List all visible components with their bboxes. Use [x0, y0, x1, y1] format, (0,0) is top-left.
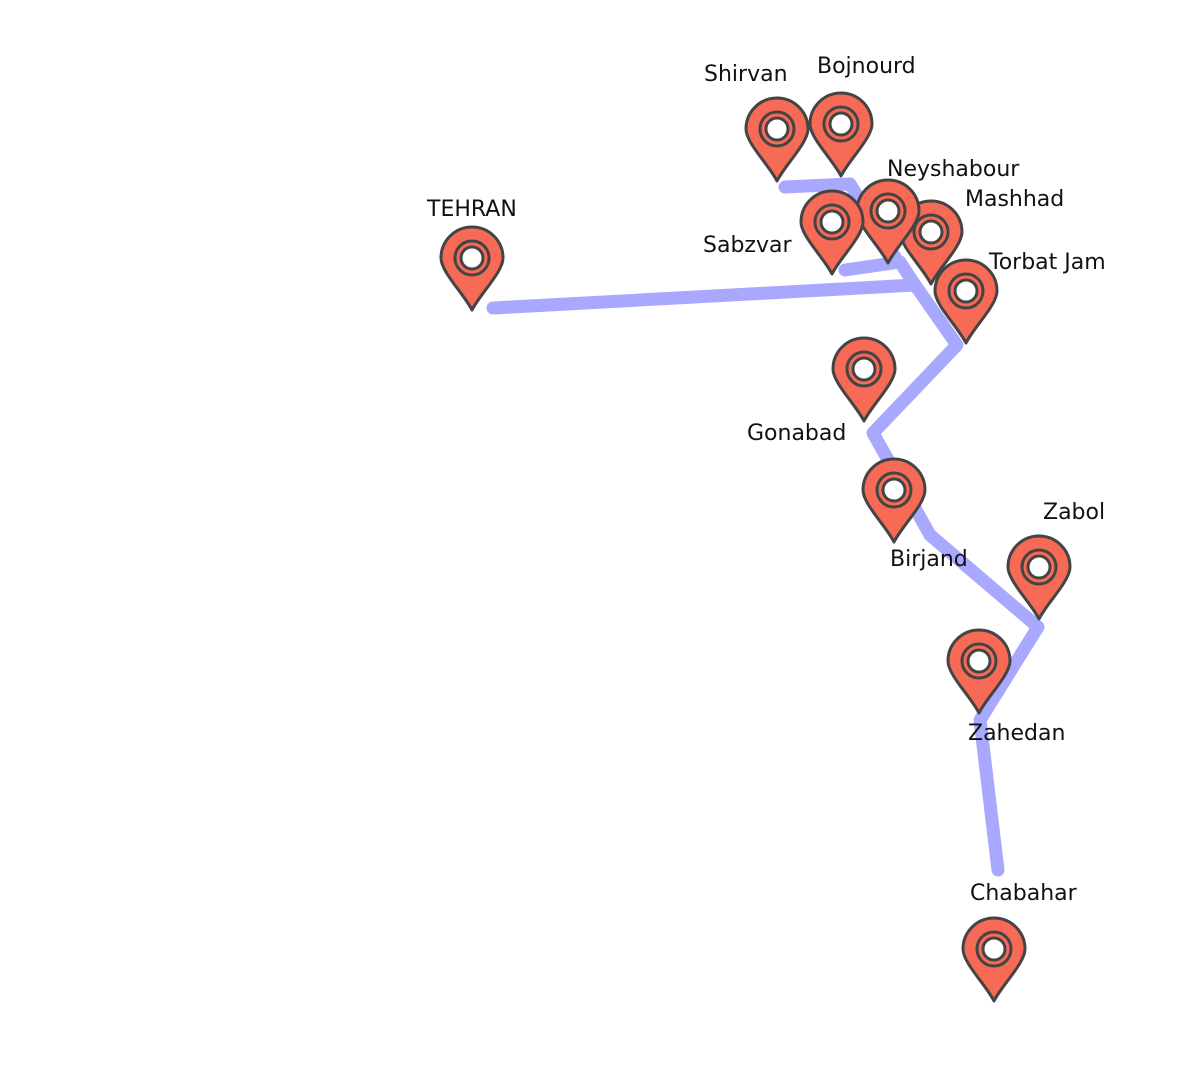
- city-label-shirvan: Shirvan: [704, 62, 788, 87]
- pin-center: [918, 219, 944, 245]
- map-pin-icon[interactable]: [933, 258, 999, 345]
- city-label-zabol: Zabol: [1043, 500, 1105, 525]
- map-pin-icon[interactable]: [799, 189, 865, 276]
- pin-ring: [875, 471, 913, 509]
- city-label-birjand: Birjand: [890, 547, 968, 572]
- pin-center: [828, 111, 854, 137]
- city-label-chabahar: Chabahar: [970, 881, 1078, 906]
- map-pin-icon[interactable]: [1006, 534, 1072, 621]
- route-main: [486, 278, 1045, 877]
- pin-center: [966, 648, 992, 674]
- pin-ring: [960, 642, 998, 680]
- map-pin-icon[interactable]: [439, 225, 505, 312]
- pin-ring: [912, 213, 950, 251]
- pin-ring: [813, 203, 851, 241]
- pin-center: [851, 356, 877, 382]
- pin-ring: [869, 192, 907, 230]
- pin-center: [819, 209, 845, 235]
- pin-center: [1026, 554, 1052, 580]
- pin-ring: [822, 105, 860, 143]
- map-pin-icon[interactable]: [961, 916, 1027, 1003]
- city-label-torbat-jam: Torbat Jam: [988, 250, 1106, 275]
- pin-ring: [975, 930, 1013, 968]
- pin-ring: [845, 350, 883, 388]
- city-label-sabzvar: Sabzvar: [703, 233, 792, 258]
- city-label-neyshabour: Neyshabour: [887, 157, 1020, 182]
- map-pin-icon[interactable]: [946, 628, 1012, 715]
- pin-center: [981, 936, 1007, 962]
- pin-ring: [947, 272, 985, 310]
- pin-layer: [439, 91, 1072, 1003]
- city-label-bojnourd: Bojnourd: [817, 54, 916, 79]
- pin-ring: [1020, 548, 1058, 586]
- pin-center: [953, 278, 979, 304]
- map-pin-icon[interactable]: [861, 457, 927, 544]
- map-pin-icon[interactable]: [855, 178, 921, 265]
- pin-ring: [453, 239, 491, 277]
- pin-center: [875, 198, 901, 224]
- city-label-gonabad: Gonabad: [747, 421, 846, 446]
- city-label-tehran: TEHRAN: [426, 197, 517, 222]
- city-label-mashhad: Mashhad: [965, 187, 1064, 212]
- pin-ring: [758, 110, 796, 148]
- city-label-zahedan: Zahedan: [968, 721, 1065, 746]
- pin-center: [764, 116, 790, 142]
- map-pin-icon[interactable]: [831, 336, 897, 423]
- pin-center: [459, 245, 485, 271]
- map-pin-icon[interactable]: [808, 91, 874, 178]
- pin-center: [881, 477, 907, 503]
- map-pin-icon[interactable]: [744, 96, 810, 183]
